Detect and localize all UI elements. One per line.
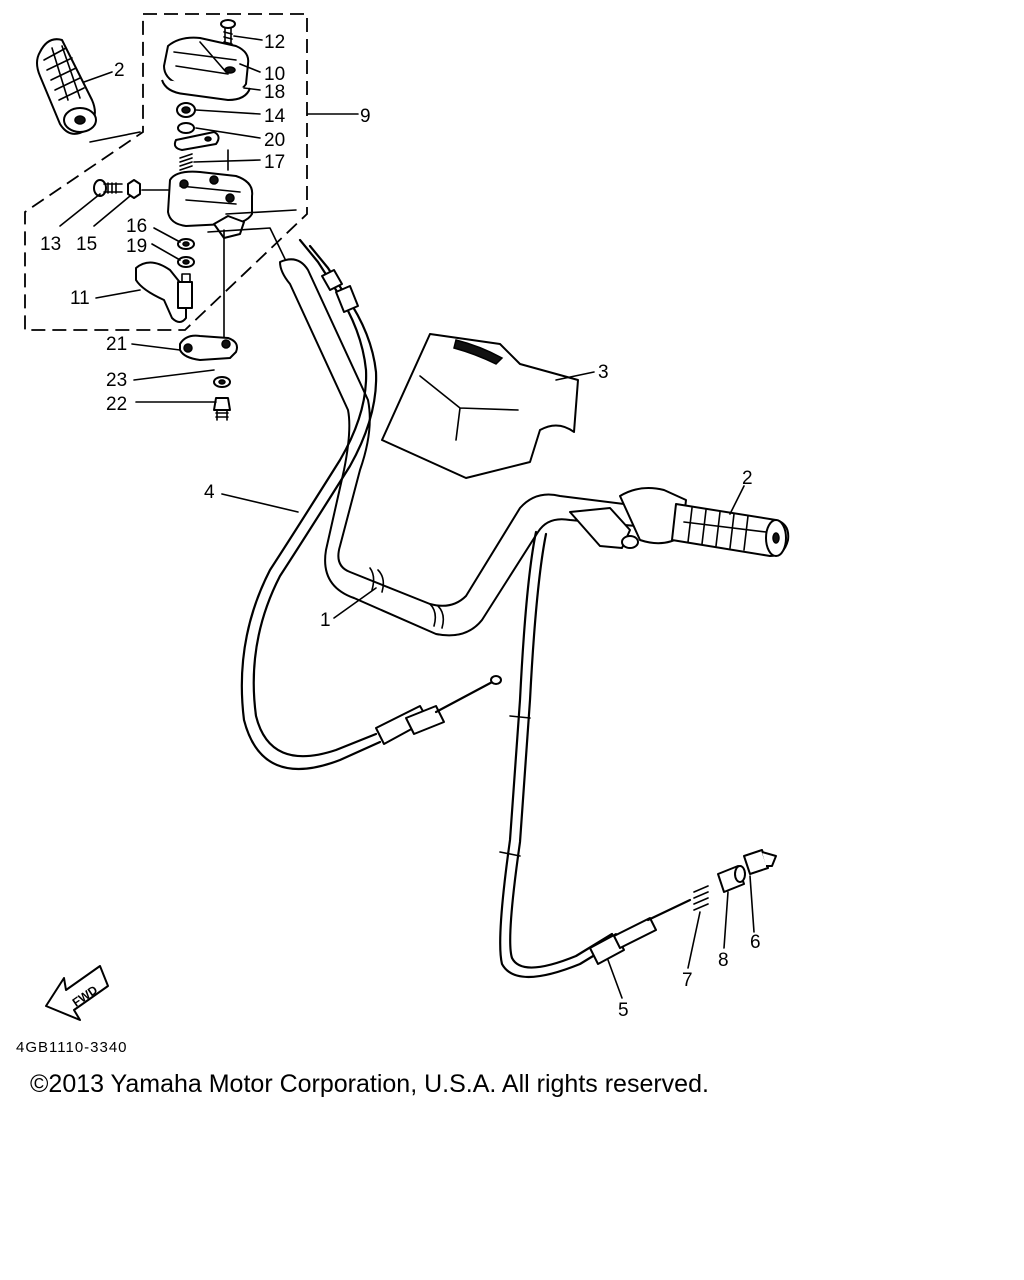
callout-16: 16 [126, 216, 147, 237]
washer-19 [177, 256, 195, 268]
callout-2-left-grip: 2 [114, 60, 125, 81]
callout-3: 3 [598, 362, 609, 383]
spring-17 [179, 153, 193, 171]
bolt-22 [213, 397, 231, 421]
washer-16 [177, 238, 195, 250]
callout-21: 21 [106, 334, 127, 355]
callout-15: 15 [76, 234, 97, 255]
callout-23: 23 [106, 370, 127, 391]
right-grip [671, 503, 790, 557]
callout-11: 11 [70, 288, 90, 309]
callout-14: 14 [264, 106, 286, 127]
fwd-arrow-icon: FWD [45, 965, 109, 1021]
callout-20: 20 [264, 130, 285, 151]
washer-23 [213, 376, 231, 388]
callout-12: 12 [264, 32, 285, 53]
callout-labels: 2 12 10 18 14 9 20 17 13 15 16 19 11 21 … [40, 32, 761, 1021]
left-grip [36, 38, 141, 143]
callout-8: 8 [718, 950, 729, 971]
spring-7 [693, 885, 709, 911]
washer-20 [173, 122, 220, 151]
callout-17: 17 [264, 152, 285, 173]
callout-10: 10 [264, 64, 285, 85]
callout-1: 1 [320, 610, 331, 631]
throttle-lever-11 [135, 261, 193, 323]
nut-14 [176, 102, 196, 118]
leader-lines [59, 35, 755, 999]
callout-6: 6 [750, 932, 761, 953]
callout-7: 7 [682, 970, 693, 991]
callout-4: 4 [204, 482, 215, 503]
copyright-notice: ©2013 Yamaha Motor Corporation, U.S.A. A… [30, 1070, 709, 1098]
handlebar-cover-3 [381, 333, 579, 479]
assembly-box-9 [24, 13, 308, 331]
throttle-cover [161, 36, 251, 101]
diagram-code: 4GB1110-3340 [16, 1039, 128, 1056]
lever-cable-5 [499, 530, 692, 979]
clamp-21 [179, 334, 238, 361]
throttle-cable-4 [240, 238, 502, 770]
callout-18: 18 [264, 82, 285, 103]
callout-13: 13 [40, 234, 61, 255]
callout-5: 5 [618, 1000, 629, 1021]
callout-2-right-grip: 2 [742, 468, 753, 489]
nut-15 [127, 179, 169, 199]
callout-9: 9 [360, 106, 371, 127]
screw-12 [220, 19, 236, 47]
screw-13 [93, 179, 123, 197]
callout-22: 22 [106, 394, 127, 415]
pivot-axis-line [223, 149, 229, 341]
adjuster-8 [717, 865, 746, 893]
throttle-housing [167, 170, 301, 291]
callout-19: 19 [126, 236, 147, 257]
cable-end-6 [743, 849, 777, 875]
